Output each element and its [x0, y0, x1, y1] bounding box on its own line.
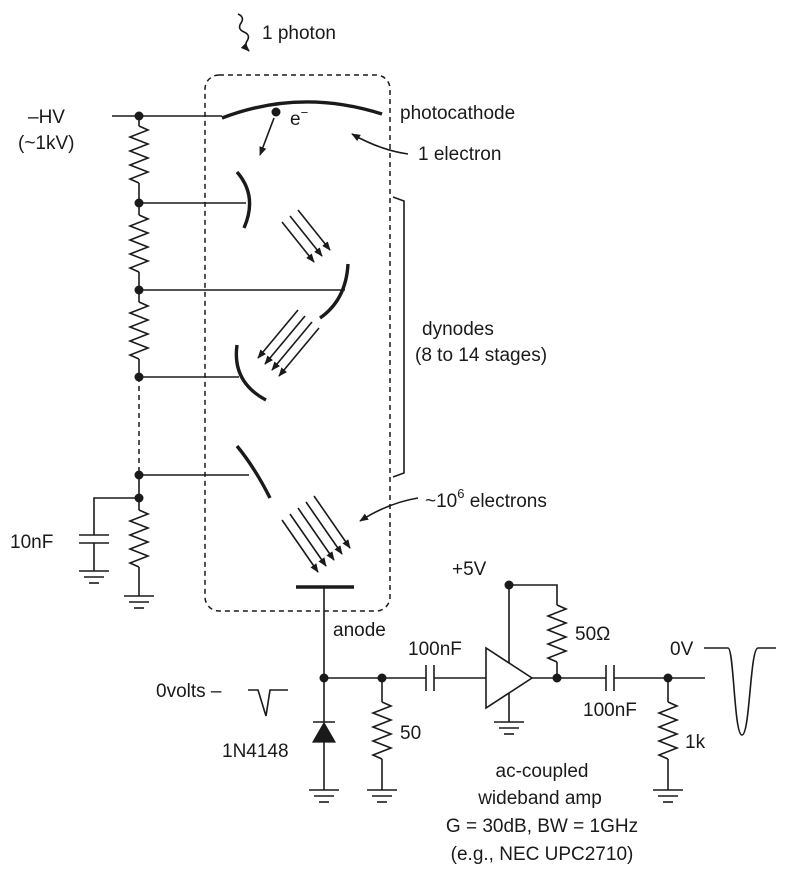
dynode-last — [235, 444, 272, 499]
electron-dot — [271, 107, 281, 117]
input-capacitor — [425, 665, 435, 691]
ground-icon — [494, 721, 524, 735]
dynode-1 — [235, 170, 252, 229]
ground-icon — [367, 789, 397, 803]
pullup-wire — [509, 584, 558, 605]
dynode-3 — [234, 344, 267, 402]
ground-icon — [653, 789, 683, 803]
dynodes-bracket — [392, 196, 405, 478]
hv-value-label: (~1kV) — [18, 133, 75, 154]
cascade-arrows-1 — [281, 209, 331, 263]
ground-icon — [79, 570, 109, 584]
diode-icon — [311, 721, 337, 743]
bypass-capacitor-label: 10nF — [10, 532, 53, 553]
electron-symbol: e− — [290, 105, 308, 130]
one-electron-label: 1 electron — [418, 144, 501, 165]
photocathode-electrode — [221, 100, 383, 120]
diode-label: 1N4148 — [222, 741, 289, 762]
electron-arrow — [259, 117, 275, 156]
bypass-wire — [93, 497, 139, 535]
amp-description-line-3: G = 30dB, BW = 1GHz — [446, 816, 638, 837]
termination-resistor — [370, 701, 394, 760]
pullup-label: 50Ω — [575, 624, 610, 645]
divider-resistor-bottom — [127, 509, 151, 568]
amp-output-junction-dot — [552, 673, 562, 683]
dynode-stages-label: (8 to 14 stages) — [415, 345, 547, 366]
pullup-resistor — [545, 604, 569, 663]
cascade-arrows-3 — [281, 495, 351, 573]
amp-description-line-2: wideband amp — [477, 788, 602, 809]
input-level-label: 0volts – — [156, 681, 222, 702]
dynodes-label: dynodes — [422, 319, 494, 340]
input-pulse-waveform — [248, 689, 288, 717]
photon-squiggle-icon — [237, 13, 250, 52]
photon-label: 1 photon — [262, 23, 336, 44]
load-label: 1k — [685, 732, 706, 753]
gain-arrow — [359, 497, 419, 522]
gain-label: ~106 electrons — [425, 486, 547, 512]
output-capacitor — [605, 665, 615, 691]
output-level-label: 0V — [670, 639, 694, 660]
divider-resistor-2 — [127, 214, 151, 273]
amp-description-line-1: ac-coupled — [496, 761, 589, 782]
photocathode-label: photocathode — [400, 103, 515, 124]
ground-icon — [309, 789, 339, 803]
input-capacitor-label: 100nF — [408, 639, 462, 660]
dynode-2 — [319, 263, 350, 320]
amp-description-line-4: (e.g., NEC UPC2710) — [451, 844, 634, 865]
anode-label: anode — [333, 620, 386, 641]
output-capacitor-label: 100nF — [583, 700, 637, 721]
supply-label: +5V — [452, 559, 487, 580]
one-electron-arrow — [351, 133, 409, 155]
divider-resistor-3 — [127, 301, 151, 360]
bypass-capacitor — [79, 534, 109, 544]
ground-icon — [124, 595, 154, 609]
load-resistor — [656, 701, 680, 760]
pmt-envelope — [204, 74, 391, 612]
divider-resistor-1 — [127, 125, 151, 184]
termination-label: 50 — [400, 723, 421, 744]
output-pulse-waveform — [704, 647, 776, 736]
cascade-arrows-2 — [257, 309, 320, 377]
hv-label: –HV — [28, 107, 65, 128]
